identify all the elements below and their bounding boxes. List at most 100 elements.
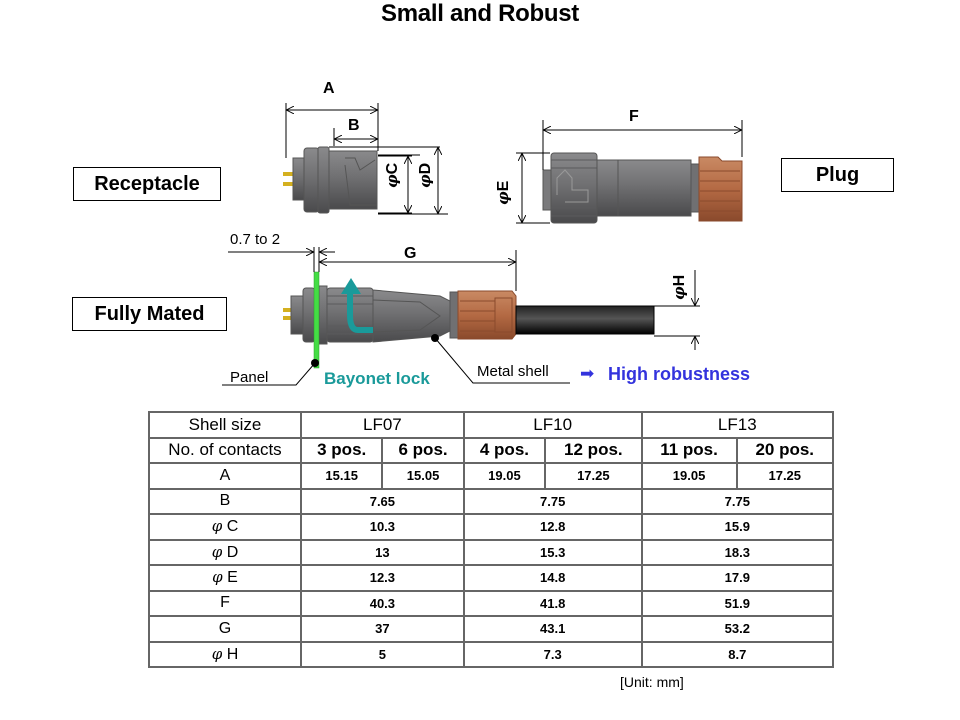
value-cell: 15.15 bbox=[299, 462, 384, 490]
mated-drawing bbox=[283, 271, 655, 369]
value-cell: 13 bbox=[300, 538, 465, 566]
row-label-g: G bbox=[148, 615, 302, 643]
dim-label-h: φH bbox=[670, 275, 689, 300]
row-label-text: G bbox=[218, 619, 232, 637]
high-robustness-note: High robustness bbox=[608, 364, 751, 384]
value-cell: 12.8 bbox=[462, 513, 643, 541]
row-label-text: E bbox=[227, 569, 238, 587]
value-cell: 17.9 bbox=[640, 564, 835, 592]
value-cell: 7.3 bbox=[462, 640, 643, 668]
value-cell: 17.25 bbox=[735, 462, 835, 490]
panel-note: Panel bbox=[230, 369, 269, 386]
contacts-cell: 3 pos. bbox=[299, 436, 384, 464]
dim-label-b: B bbox=[348, 117, 360, 134]
phi-symbol: φ bbox=[416, 174, 434, 188]
dim-label-f: F bbox=[629, 108, 639, 125]
fully-mated-label: Fully Mated bbox=[72, 297, 227, 331]
contacts-cell: 11 pos. bbox=[640, 436, 738, 464]
contacts-cell: 20 pos. bbox=[735, 436, 835, 464]
value-cell: 19.05 bbox=[462, 462, 547, 490]
value-cell: 8.7 bbox=[640, 640, 835, 668]
value-cell: 43.1 bbox=[462, 615, 643, 643]
receptacle-label: Receptacle bbox=[73, 167, 221, 201]
phi-symbol: φ bbox=[211, 517, 223, 536]
value-cell: 10.3 bbox=[300, 513, 465, 541]
value-cell: 7.75 bbox=[640, 487, 835, 515]
row-label-text: B bbox=[219, 492, 231, 510]
phi-symbol: φ bbox=[494, 191, 512, 205]
shell-size-header: Shell size bbox=[148, 411, 302, 439]
row-label-b: B bbox=[148, 487, 302, 515]
panel-thickness-note: 0.7 to 2 bbox=[230, 231, 281, 248]
value-cell: 18.3 bbox=[640, 538, 835, 566]
contacts-cell: 6 pos. bbox=[381, 436, 465, 464]
dim-letter-c: C bbox=[384, 162, 401, 175]
value-cell: 37 bbox=[300, 615, 465, 643]
dim-label-c: φC bbox=[383, 163, 402, 188]
contacts-header: No. of contacts bbox=[148, 436, 302, 464]
dim-label-e: φE bbox=[494, 181, 513, 205]
row-label-f: F bbox=[148, 589, 302, 617]
bayonet-lock-note: Bayonet lock bbox=[324, 369, 430, 388]
value-cell: 51.9 bbox=[640, 589, 835, 617]
contacts-cell: 12 pos. bbox=[544, 436, 643, 464]
shell-size-lf07: LF07 bbox=[300, 411, 465, 439]
value-cell: 5 bbox=[300, 640, 465, 668]
phi-symbol: φ bbox=[211, 542, 223, 561]
connector-illustration bbox=[222, 103, 743, 386]
arrow-right-icon: ➡ bbox=[580, 364, 595, 383]
row-label-text: H bbox=[226, 645, 239, 663]
shell-size-lf13: LF13 bbox=[640, 411, 835, 439]
value-cell: 40.3 bbox=[300, 589, 465, 617]
row-label-h: φ H bbox=[148, 640, 302, 668]
unit-note: [Unit: mm] bbox=[620, 674, 684, 690]
dim-letter-e: E bbox=[495, 180, 512, 192]
row-label-c: φ C bbox=[148, 513, 302, 541]
row-label-text: D bbox=[226, 543, 239, 561]
value-cell: 17.25 bbox=[544, 462, 643, 490]
value-cell: 15.05 bbox=[381, 462, 465, 490]
row-label-text: F bbox=[220, 594, 230, 612]
phi-symbol: φ bbox=[383, 174, 401, 188]
value-cell: 15.9 bbox=[640, 513, 835, 541]
shell-size-lf10: LF10 bbox=[462, 411, 643, 439]
value-cell: 19.05 bbox=[640, 462, 738, 490]
plug-label: Plug bbox=[781, 158, 894, 192]
value-cell: 53.2 bbox=[640, 615, 835, 643]
contacts-cell: 4 pos. bbox=[462, 436, 547, 464]
dim-label-d: φD bbox=[416, 163, 435, 188]
row-label-d: φ D bbox=[148, 538, 302, 566]
value-cell: 7.65 bbox=[300, 487, 465, 515]
value-cell: 12.3 bbox=[300, 564, 465, 592]
value-cell: 7.75 bbox=[462, 487, 643, 515]
page-title: Small and Robust bbox=[381, 0, 579, 27]
value-cell: 15.3 bbox=[462, 538, 643, 566]
metal-shell-note: Metal shell bbox=[477, 363, 549, 380]
dim-label-g: G bbox=[404, 245, 417, 262]
phi-symbol: φ bbox=[670, 286, 688, 300]
row-label-text: C bbox=[226, 518, 239, 536]
dim-letter-d: D bbox=[417, 162, 434, 175]
value-cell: 14.8 bbox=[462, 564, 643, 592]
value-cell: 41.8 bbox=[462, 589, 643, 617]
row-label-a: A bbox=[148, 462, 302, 490]
phi-symbol: φ bbox=[212, 568, 223, 587]
row-label-e: φ E bbox=[148, 564, 302, 592]
receptacle-drawing bbox=[283, 146, 378, 214]
row-label-text: A bbox=[219, 466, 231, 484]
phi-symbol: φ bbox=[211, 644, 223, 663]
plug-drawing bbox=[542, 152, 743, 224]
dim-label-a: A bbox=[323, 80, 335, 97]
dim-letter-h: H bbox=[671, 274, 688, 287]
